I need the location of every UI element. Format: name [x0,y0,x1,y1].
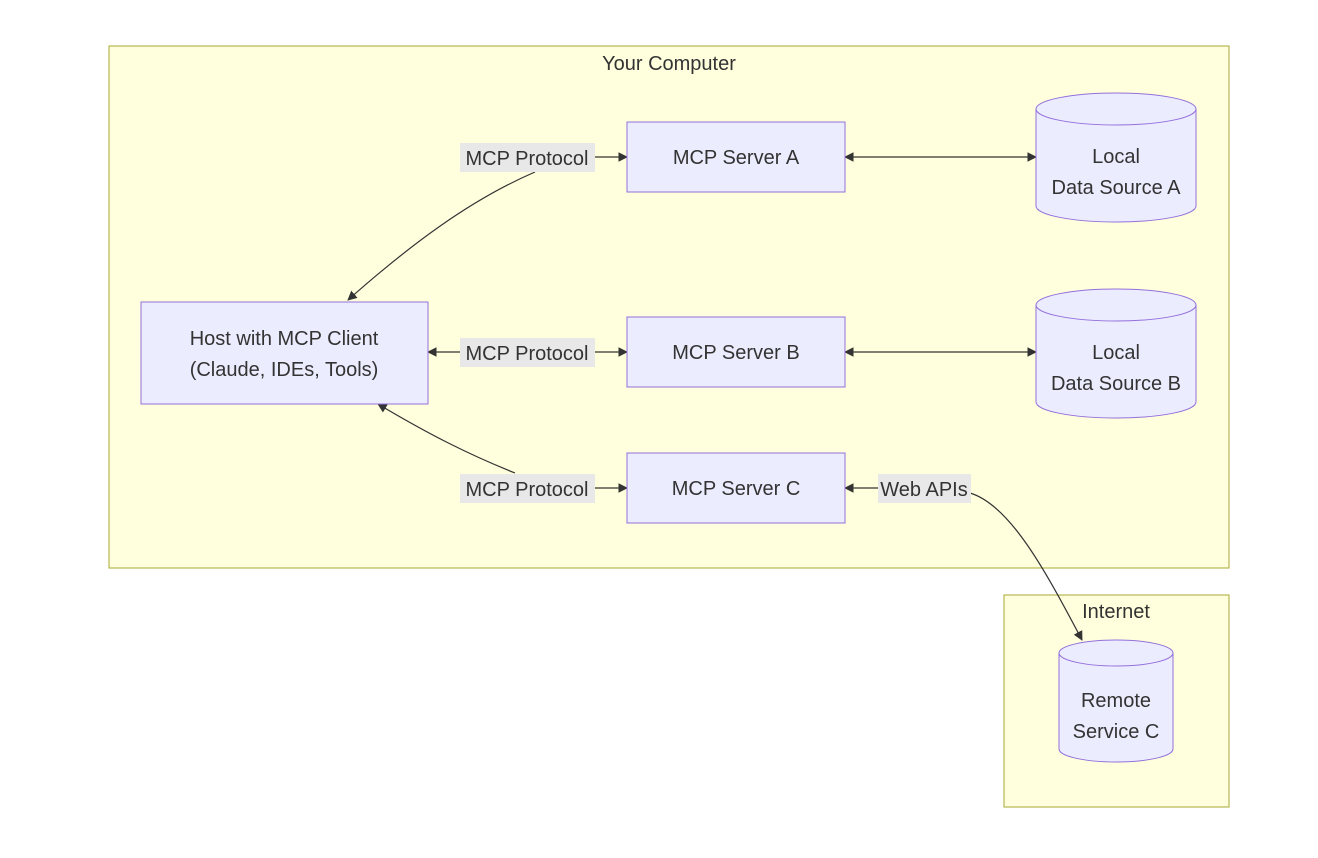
node-server-a[interactable]: MCP Server A [626,121,846,193]
node-data-source-b[interactable]: Local Data Source B [1035,288,1197,419]
node-host-line2: (Claude, IDEs, Tools) [190,359,379,381]
svg-text:Web APIs: Web APIs [880,479,967,501]
svg-text:Local: Local [1092,342,1140,364]
node-server-c[interactable]: MCP Server C [626,452,846,524]
svg-text:Data Source B: Data Source B [1051,373,1181,395]
svg-text:MCP Protocol: MCP Protocol [465,479,588,501]
node-data-source-a[interactable]: Local Data Source A [1035,92,1197,223]
node-server-b[interactable]: MCP Server B [626,316,846,388]
edge-host-server-a [348,157,627,300]
edge-label-host-c: MCP Protocol [460,474,595,503]
svg-text:Remote: Remote [1081,690,1151,712]
node-host-line1: Host with MCP Client [190,328,379,350]
edges [348,157,1082,640]
svg-text:Service C: Service C [1073,721,1160,743]
node-host[interactable]: Host with MCP Client (Claude, IDEs, Tool… [140,301,429,405]
edge-host-server-c [378,404,627,488]
cluster-title-internet: Internet [1082,601,1150,623]
svg-text:Local: Local [1092,146,1140,168]
node-remote-service-c[interactable]: Remote Service C [1058,639,1174,763]
svg-text:MCP Server B: MCP Server B [672,342,799,364]
svg-text:Data Source A: Data Source A [1052,177,1182,199]
edge-server-c-remote [845,488,1082,640]
svg-text:MCP Protocol: MCP Protocol [465,148,588,170]
svg-text:MCP Server C: MCP Server C [672,478,801,500]
edge-label-host-b: MCP Protocol [460,338,595,367]
edge-label-host-a: MCP Protocol [460,143,595,172]
edge-label-web-apis: Web APIs [878,474,971,503]
svg-text:MCP Server A: MCP Server A [673,147,800,169]
cluster-title-computer: Your Computer [602,53,736,75]
svg-text:MCP Protocol: MCP Protocol [465,343,588,365]
